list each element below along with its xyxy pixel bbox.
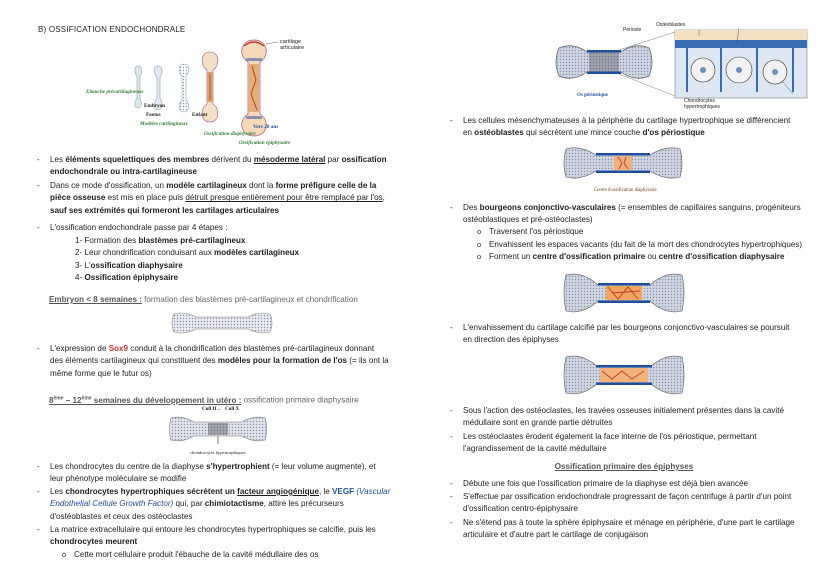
bullet-hypertrophie: Les chondrocytes du centre de la diaphys… [37,461,410,486]
bullet-sox9: L'expression de Sox9 conduit à la chondr… [37,343,410,380]
centre-ossification-illustration [563,147,683,179]
periosteal-bone-illustration [555,27,808,99]
label-cartilage-articulaire: cartilage articulaire [280,39,305,51]
step-4: 4- Ossification épiphysaire [75,273,179,282]
label-ebauche: Ebauche précartilagineuse [86,89,144,95]
sub-envahissent: Envahissent les espaces vacants (du fait… [477,239,819,252]
figure-periosteal-bone: Périoste Ostéoblastes Os périostique Cho… [553,22,809,114]
bullet-osteoclastes-travees: Sous l'action des ostéoclastes, les trav… [450,405,811,430]
label-modeles: Modèles cartilagineux [140,121,188,127]
bullet-debute: Débute une fois que l'ossification prima… [450,478,811,491]
bullet-envahissement: L'envahissement du cartilage calcifié pa… [450,322,811,347]
figure-cavite-medullaire [562,351,686,401]
label-embryon: Embryon [144,103,166,109]
heading-8-12-semaines: 8ème – 12ème semaines du développement i… [49,395,359,405]
heading-ossification-epiphyses: Ossification primaire des épiphyses [554,462,694,471]
heading-embryon-8-semaines: Embryon < 8 semaines : formation des bla… [49,295,358,304]
section-title: B) OSSIFICATION ENDOCHONDRALE [38,25,186,34]
label-arrow: → [216,406,222,412]
figure-invasion [562,269,686,319]
label-vers20: Vers 20 ans [253,124,279,130]
bullet-mode-ossification: Dans ce mode d'ossification, un modèle c… [37,180,410,217]
label-osteoblastes: Ostéoblastes [656,22,686,28]
cartilage-model-illustration [171,312,273,334]
label-perioste: Périoste [623,27,642,33]
step-3: 3- L'ossification diaphysaire [75,261,183,270]
label-centre-ossification: Centre d'ossification diaphysaire [594,188,657,193]
figure-cartilage-model [170,311,274,335]
label-oss-epiph: Ossification épiphysaire [239,140,291,146]
step-2: 2- Leur chondrification conduisant aux m… [75,248,300,257]
cavite-medullaire-illustration [563,355,685,395]
bullet-vegf: Les chondrocytes hypertrophiques sécrète… [37,486,410,523]
invasion-illustration [563,273,685,313]
label-chondrocytes-hyper: chondrocytes hypertrophiques [190,450,246,455]
bullet-osteoclastes-erodent: Les ostéoclastes érodent également la fa… [450,431,811,456]
bullet-matrice: La matrice extracellulaire qui entoure l… [37,524,410,549]
label-coll-ii: Coll II [202,406,217,412]
bullet-bourgeons: Des bourgeons conjonctivo-vasculaires (=… [450,202,811,227]
sub-forment: Forment un centre d'ossification primair… [477,251,819,264]
label-hypertrophiques: hypertrophiques [684,104,720,110]
step-1: 1- Formation des blastèmes pré-cartilagi… [75,236,246,245]
sub-mort-cellulaire: Cette mort cellulaire produit l'ébauche … [62,549,404,562]
figure-bone-development: cartilage articulaire Ebauche précartila… [86,36,306,148]
label-foetus: Foetus [146,112,161,118]
bullet-elements-squelettiques: Les éléments squelettiques des membres d… [37,154,410,179]
label-chondrocytes: Chondrocytes [684,98,715,104]
sub-traversent: Traversent l'os périostique [477,226,819,239]
bullet-centrifuge: S'effectue par ossification endochondral… [450,491,811,516]
hypertrophy-illustration [169,416,267,444]
label-os-periostique: Os périostique [577,93,608,98]
bullet-quatre-etapes: L'ossification endochondrale passe par 4… [37,222,410,235]
bullet-sphere-epiphysaire: Ne s'étend pas à toute la sphère épiphys… [450,517,811,542]
bone-development-illustration [134,39,279,137]
label-coll-x: Coll X [225,406,240,412]
label-oss-diaph: Ossification diaphysaire [204,131,256,137]
figure-centre-ossification: Centre d'ossification diaphysaire [562,143,684,197]
bullet-osteoblastes: Les cellules mésenchymateuses à la périp… [450,115,811,140]
label-enfant: Enfant [192,112,208,118]
figure-hypertrophy: Coll II → Coll X chondrocytes hypertroph… [168,406,268,458]
